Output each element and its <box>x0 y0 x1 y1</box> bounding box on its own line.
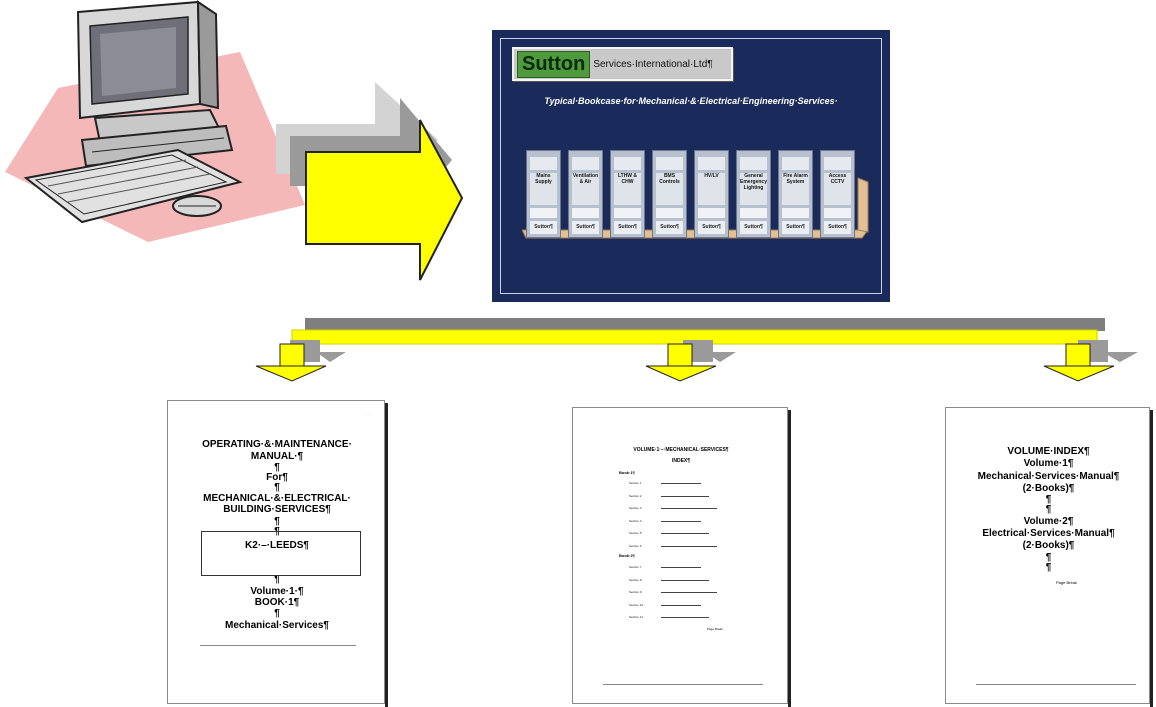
book1-label: Book·1¶ <box>619 470 635 475</box>
book2-label: Book·2¶ <box>619 553 635 558</box>
book-label: General Emergency Lighting <box>740 173 767 205</box>
brand-logo: Sutton Services·International·Ltd¶ <box>512 47 733 81</box>
cover-line: BUILDING·SERVICES¶ <box>223 504 331 515</box>
bookcase-panel: Sutton Services·International·Ltd¶ Typic… <box>492 30 890 302</box>
book-brand: Sutton¶ <box>530 221 557 234</box>
book-brand: Sutton¶ <box>656 221 683 234</box>
page-break-label: Page Break <box>707 627 723 631</box>
summary-line: Volume·1¶ <box>1023 458 1074 469</box>
book-brand: Sutton¶ <box>824 221 851 234</box>
summary-line: Mechanical·Services·Manual¶ <box>977 471 1120 482</box>
arrow-down-icon-right <box>1043 340 1138 382</box>
index-row: Section 3 <box>629 506 642 510</box>
summary-line: Volume·2¶ <box>1023 516 1074 527</box>
cover-line: For¶ <box>266 472 288 483</box>
book-spine: HV/LV Sutton¶ <box>694 150 729 238</box>
book-spine: Access CCTV Sutton¶ <box>820 150 855 238</box>
summary-line: (2·Books)¶ <box>1022 483 1075 494</box>
index-row: Section 2 <box>629 493 642 498</box>
volume-title: VOLUME·1·–·MECHANICAL·SERVICES¶ <box>633 447 729 453</box>
index-row: Section 5 <box>629 531 642 535</box>
index-row: Section 7 <box>629 565 642 569</box>
cover-line: BOOK·1¶ <box>254 597 300 608</box>
book-brand: Sutton¶ <box>572 221 599 234</box>
book-label: Fire Alarm System <box>782 173 809 205</box>
index-row: Section 11 <box>629 615 643 619</box>
bookcase-title: Typical·Bookcase·for·Mechanical·&·Electr… <box>544 96 838 106</box>
book-brand: Sutton¶ <box>614 221 641 234</box>
book-brand: Sutton¶ <box>782 221 809 234</box>
arrow-right-icon <box>276 82 464 281</box>
cover-line: ¶ <box>274 516 280 527</box>
book-label: Ventilation & Air <box>572 173 599 205</box>
cover-line: MECHANICAL·&·ELECTRICAL· <box>203 493 351 504</box>
index-row: Section 6 <box>629 543 642 548</box>
summary-line: (2·Books)¶ <box>1022 540 1075 551</box>
page-header: ··· ··· <box>363 413 370 417</box>
cover-line: Mechanical·Services¶ <box>225 620 329 631</box>
index-row: Section 1 <box>629 481 642 485</box>
book-label: Mains Supply <box>530 173 557 205</box>
summary-line: VOLUME·INDEX¶ <box>1007 446 1090 457</box>
index-row: Section 8 <box>629 577 642 582</box>
cover-line: K2·–·LEEDS¶ <box>245 540 309 551</box>
document-page-volume-index: VOLUME·1·–·MECHANICAL·SERVICES¶ INDEX¶ B… <box>572 407 791 707</box>
cover-line: OPERATING·&·MAINTENANCE· <box>202 439 352 450</box>
brand-subtitle: Services·International·Ltd¶ <box>593 58 713 70</box>
arrow-down-icon-center <box>645 340 736 382</box>
index-row: Section 9 <box>629 590 642 594</box>
book-label: HV/LV <box>698 173 725 205</box>
cover-line: ¶ <box>274 482 280 493</box>
page-break-label: Page Break <box>1056 580 1077 585</box>
computer-icon <box>23 0 243 224</box>
index-row: Section 10 <box>629 602 644 607</box>
cover-line: ¶ <box>274 462 280 473</box>
document-page-manual-cover: ··· ··· OPERATING·&·MAINTENANCE·MANUAL·¶… <box>167 400 388 707</box>
project-box <box>201 531 361 576</box>
cover-line: MANUAL·¶ <box>250 451 304 462</box>
distribution-bar <box>291 318 1105 345</box>
book-label: BMS Controls <box>656 173 683 205</box>
page-rule <box>200 645 356 646</box>
index-row: Section 4 <box>629 518 642 523</box>
document-page-volume-summary: VOLUME·INDEX¶Volume·1¶ Mechanical·Service… <box>945 407 1153 707</box>
summary-line: ¶ <box>1045 562 1052 573</box>
cover-line: Volume·1·¶ <box>250 586 304 597</box>
cover-line: ¶ <box>274 574 280 585</box>
arrow-down-icon-left <box>255 340 346 382</box>
book-label: LTHW & CHW <box>614 173 641 205</box>
page-footer-rule <box>603 684 763 685</box>
index-subtitle: INDEX¶ <box>671 458 691 464</box>
brand-name: Sutton <box>517 50 591 78</box>
book-brand: Sutton¶ <box>698 221 725 234</box>
summary-line: ¶ <box>1045 552 1052 563</box>
book-spine: LTHW & CHW Sutton¶ <box>610 150 645 238</box>
summary-line: Electrical·Services·Manual¶ <box>982 528 1115 539</box>
summary-line: ¶ <box>1045 504 1052 515</box>
book-label: Access CCTV <box>824 173 851 205</box>
cover-line: ¶ <box>274 608 280 619</box>
book-brand: Sutton¶ <box>740 221 767 234</box>
summary-line: ¶ <box>1045 494 1052 505</box>
page-footer-rule <box>976 684 1136 685</box>
